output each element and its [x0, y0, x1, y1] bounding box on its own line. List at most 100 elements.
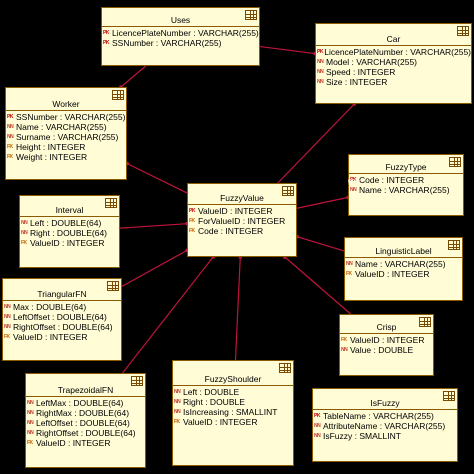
entity-stereotype: g>> — [348, 178, 361, 185]
entity-title: Crisp — [376, 322, 397, 332]
relationship-line-uses-worker — [120, 65, 147, 88]
attribute-text: Model : VARCHAR(255) — [326, 57, 418, 67]
attribute-text: LeftOffset : DOUBLE(64) — [36, 418, 130, 428]
entity-divider — [3, 300, 121, 301]
entity-divider — [313, 409, 457, 410]
key-marker-icon: NN — [4, 324, 11, 330]
relationship-line-trapezoidalfn-fuzzyvalue — [122, 256, 214, 374]
attribute-text: ValueID : INTEGER — [350, 335, 425, 345]
attribute-text: Name : VARCHAR(255) — [359, 185, 450, 195]
key-marker-icon: NN — [346, 261, 353, 267]
attribute-text: ValueID : INTEGER — [36, 438, 111, 448]
table-icon — [107, 281, 119, 291]
entity-divider — [173, 385, 293, 386]
entity-title: Uses — [170, 15, 191, 25]
attribute-text: Code : INTEGER — [198, 226, 264, 236]
key-marker-icon: PK — [189, 208, 195, 214]
key-marker-icon: NN — [27, 410, 34, 416]
entity-title: Car — [386, 34, 401, 44]
key-marker-icon: NN — [350, 187, 357, 193]
table-icon — [443, 391, 455, 401]
attribute-text: ValueID : INTEGER — [198, 206, 273, 216]
key-marker-icon: FK — [189, 228, 195, 234]
entity-divider — [26, 396, 145, 397]
attribute-text: ValueID : INTEGER — [13, 332, 88, 342]
attribute-text: Surname : VARCHAR(255) — [16, 132, 119, 142]
key-marker-icon: PK — [103, 30, 109, 36]
attribute-text: IsIncreasing : SMALLINT — [183, 407, 278, 417]
entity-title: TriangularFN — [37, 289, 87, 299]
entity-title: FuzzyShoulder — [204, 374, 262, 384]
key-marker-icon: NN — [317, 79, 324, 85]
entity-title: Worker — [52, 99, 80, 109]
attribute-text: TableName : VARCHAR(255) — [323, 411, 434, 421]
key-marker-icon: NN — [4, 314, 11, 320]
relationship-line-fuzzyshoulder-fuzzyvalue — [234, 256, 241, 361]
entity-divider — [188, 204, 296, 205]
table-icon — [112, 90, 124, 100]
attribute-text: ForValueID : INTEGER — [198, 216, 286, 226]
entity-title: FuzzyType — [385, 162, 427, 172]
key-marker-icon: PK — [103, 40, 109, 46]
attribute-text: Weight : INTEGER — [16, 152, 88, 162]
key-marker-icon: NN — [314, 423, 321, 429]
key-marker-icon: FK — [341, 337, 347, 343]
relationship-line-fuzzyvalue-car — [277, 103, 355, 184]
entity-divider — [102, 26, 259, 27]
entity-divider — [316, 45, 471, 46]
attribute-text: Left : DOUBLE(64) — [30, 218, 102, 228]
attribute-text: AttributeName : VARCHAR(255) — [323, 421, 446, 431]
key-marker-icon: NN — [314, 433, 321, 439]
key-marker-icon: NN — [341, 347, 348, 353]
attribute-text: RightMax : DOUBLE(64) — [36, 408, 130, 418]
attribute-text: RightOffset : DOUBLE(64) — [36, 428, 136, 438]
attribute-text: Right : DOUBLE(64) — [30, 228, 107, 238]
entity-title: IsFuzzy — [370, 398, 400, 408]
relationship-line-triangularfn-fuzzyvalue — [121, 249, 188, 287]
key-marker-icon: NN — [174, 389, 181, 395]
table-icon — [279, 363, 291, 373]
key-marker-icon: NN — [174, 399, 181, 405]
key-marker-icon: FK — [189, 218, 195, 224]
attribute-text: RightOffset : DOUBLE(64) — [13, 322, 113, 332]
key-marker-icon: FK — [7, 144, 13, 150]
